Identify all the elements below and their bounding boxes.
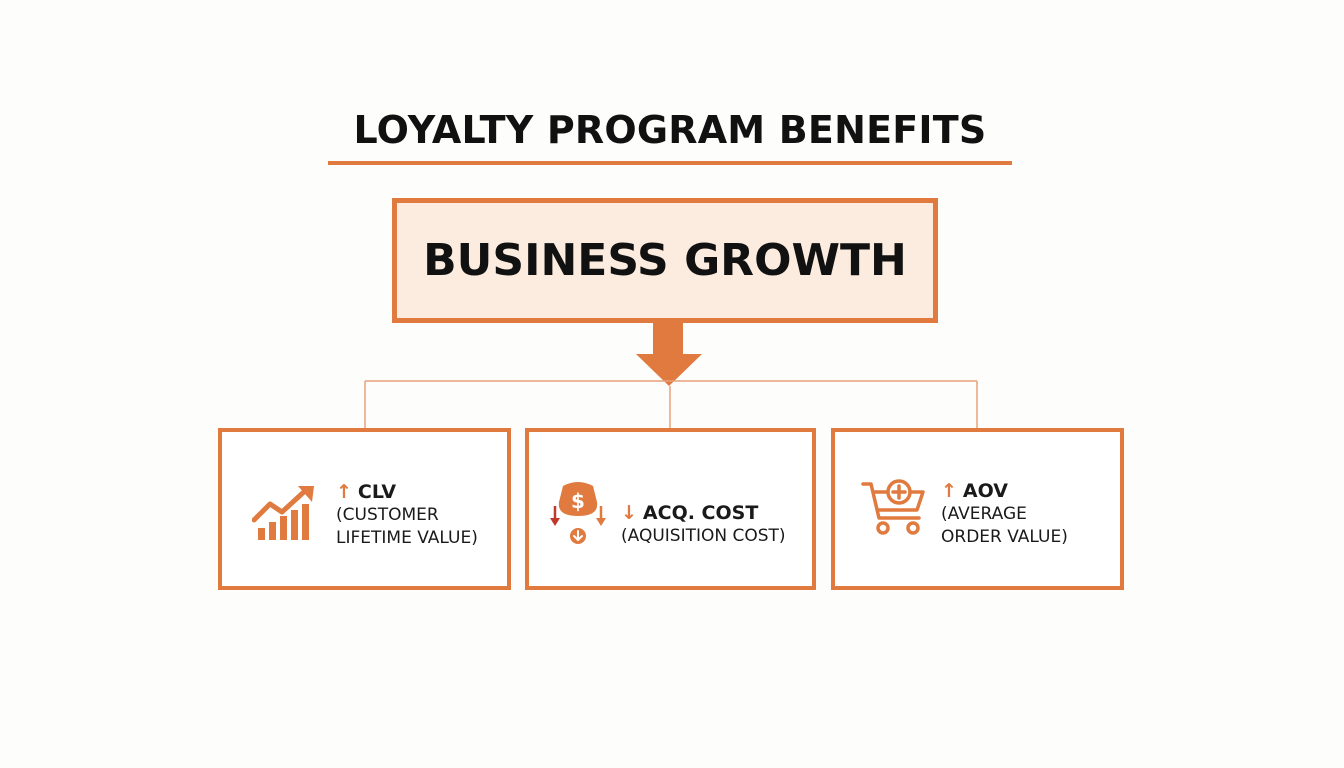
benefit-desc-line1-aov: (AVERAGE	[941, 504, 1027, 524]
down-arrow-shaft	[653, 318, 683, 356]
benefit-desc-line1-acq-cost: (AQUISITION COST)	[621, 526, 786, 546]
increase-arrow-icon: ↑	[941, 480, 957, 502]
benefit-head-acq-cost: ACQ. COST	[642, 502, 759, 524]
title-underline	[328, 161, 1012, 165]
shopping-cart-plus-icon	[861, 479, 925, 535]
benefit-desc-line2-aov: ORDER VALUE)	[941, 527, 1068, 547]
business-growth-label: BUSINESS GROWTH	[423, 235, 907, 286]
svg-text:$: $	[571, 489, 585, 513]
benefit-card-aov: ↑AOV (AVERAGE ORDER VALUE)	[831, 428, 1124, 590]
benefit-desc-line2-clv: LIFETIME VALUE)	[336, 528, 478, 548]
benefit-card-acq-cost: $ ↓ACQ. COST (AQUISITION COST)	[525, 428, 816, 590]
increase-arrow-icon: ↑	[336, 481, 352, 503]
business-growth-box: BUSINESS GROWTH	[392, 198, 938, 323]
benefit-head-aov: AOV	[962, 480, 1008, 502]
benefit-head-clv: CLV	[357, 481, 397, 503]
benefit-card-clv: ↑CLV (CUSTOMER LIFETIME VALUE)	[218, 428, 511, 590]
diagram-title: LOYALTY PROGRAM BENEFITS	[353, 108, 987, 152]
down-arrow-head	[636, 354, 702, 386]
dollar-bag-down-arrows-icon: $	[550, 482, 606, 544]
benefit-desc-line1-clv: (CUSTOMER	[336, 505, 439, 525]
decrease-arrow-icon: ↓	[621, 502, 637, 524]
rising-bar-chart-icon	[252, 486, 314, 540]
